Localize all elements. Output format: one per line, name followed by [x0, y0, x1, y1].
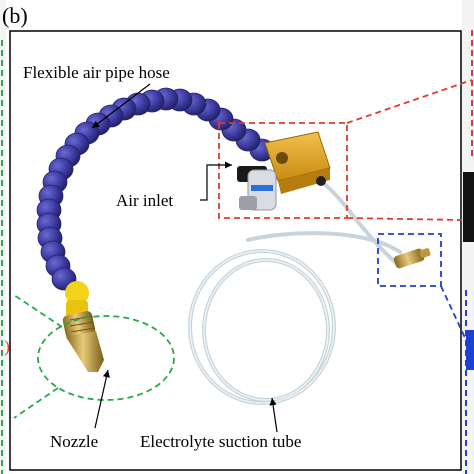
hose-label-arrow: [91, 83, 151, 129]
flexible-air-pipe-hose: [36, 87, 275, 291]
green-zoom-line-bottom: [13, 387, 59, 419]
panel-label: (b): [2, 3, 28, 28]
green-zoom-line-top: [13, 294, 63, 328]
suction-tube-label-arrow: [269, 397, 278, 433]
nozzle-label: Nozzle: [50, 432, 98, 451]
electrolyte-suction-tube: [188, 180, 402, 405]
nozzle-assembly: [62, 281, 104, 372]
air-inlet-block: [237, 131, 331, 211]
suction-tube-label: Electrolyte suction tube: [140, 432, 301, 451]
right-neighbour-dark-piece: [463, 172, 474, 242]
air-inlet-label: Air inlet: [116, 191, 173, 210]
tube-end-highlight-box: [377, 233, 442, 287]
air-inlet-label-arrow: [200, 161, 232, 201]
nozzle-label-arrow: [94, 369, 110, 429]
hose-label: Flexible air pipe hose: [23, 63, 170, 82]
air-inlet-highlight-box: [218, 122, 348, 219]
tube-end-fitting: [393, 248, 431, 269]
nozzle-highlight-circle: [37, 315, 175, 401]
right-neighbour-blue-piece: [466, 330, 474, 370]
panel-frame: [9, 30, 462, 471]
red-zoom-line-top: [346, 79, 473, 124]
left-edge-text-fragment: .): [0, 337, 10, 356]
left-neighbour-edge: [0, 0, 6, 474]
red-zoom-line-bottom: [346, 217, 463, 221]
